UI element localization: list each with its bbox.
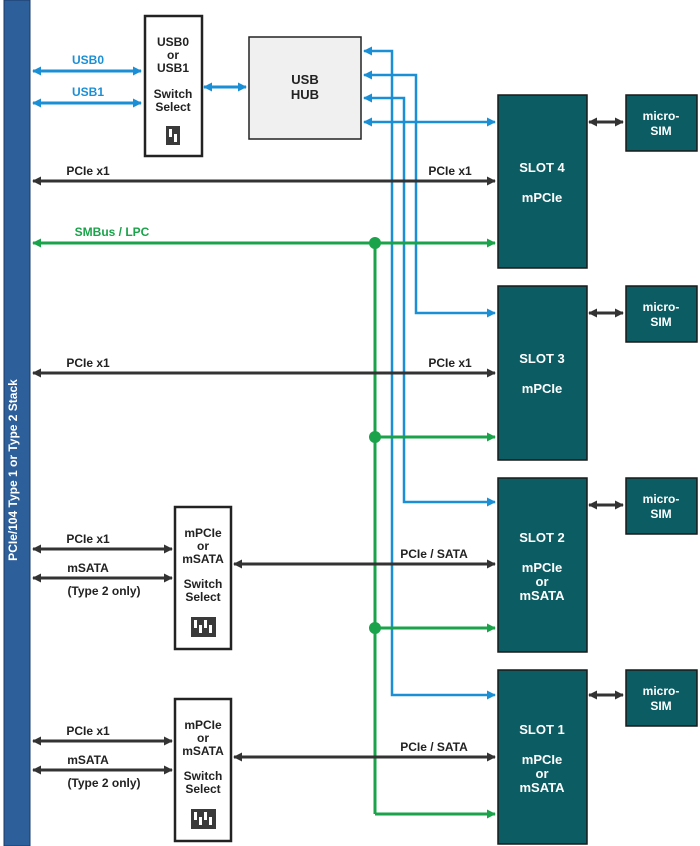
pcie-label-left-slot4: PCIe x1 <box>66 164 110 178</box>
slot-2-line2: mPCIe <box>522 560 562 575</box>
msata-switch-upper-line3: mSATA <box>182 552 224 566</box>
msata-switch-upper-line5: Select <box>185 590 220 604</box>
sim-line2: SIM <box>650 699 671 713</box>
usb-switch-line2: or <box>167 48 179 62</box>
junction-dot <box>369 237 381 249</box>
msata-switch-lower-line5: Select <box>185 782 220 796</box>
usb-lines: USB0 USB1 <box>32 53 142 108</box>
pcie-label-right-slot3: PCIe x1 <box>428 356 472 370</box>
slot-1-line4: mSATA <box>519 780 565 795</box>
pcie-link-slot4: PCIe x1 PCIe x1 <box>32 164 496 186</box>
smbus-label: SMBus / LPC <box>75 225 150 239</box>
usb-hub-line2: HUB <box>291 87 319 102</box>
usb-switch-line5: Select <box>155 100 190 114</box>
dip-switch-icon <box>166 126 180 145</box>
slot-1-line2: mPCIe <box>522 752 562 767</box>
sim-line1: micro- <box>643 109 680 123</box>
sim-line2: SIM <box>650 507 671 521</box>
sim-line2: SIM <box>650 124 671 138</box>
sim-slot-2: micro- SIM <box>625 477 698 535</box>
msata-label-lower: mSATA <box>67 753 109 767</box>
slot-4: SLOT 4 mPCIe <box>497 94 588 269</box>
sim-line1: micro- <box>643 684 680 698</box>
pcie-link-slot3: PCIe x1 PCIe x1 <box>32 356 496 378</box>
pcie-label-right-slot4: PCIe x1 <box>428 164 472 178</box>
pcie-label-lower-switch: PCIe x1 <box>66 724 110 738</box>
slot-2-title: SLOT 2 <box>519 530 565 545</box>
usb-switch-line4: Switch <box>154 87 193 101</box>
usb1-label: USB1 <box>72 85 104 99</box>
slot-2: SLOT 2 mPCIe or mSATA <box>497 477 588 653</box>
msata-label-upper: mSATA <box>67 561 109 575</box>
junction-dot <box>369 431 381 443</box>
msata-switch-lower-line3: mSATA <box>182 744 224 758</box>
usb-switch-box: USB0 or USB1 Switch Select <box>143 14 204 158</box>
usb0-label: USB0 <box>72 53 104 67</box>
dip-switch-icon <box>191 617 216 637</box>
slot-3-title: SLOT 3 <box>519 351 565 366</box>
slot-4-line2: mPCIe <box>522 190 562 205</box>
usb-hub-box: USB HUB <box>248 36 362 140</box>
msata-note-upper: (Type 2 only) <box>67 584 140 598</box>
stack-bar: PCIe/104 Type 1 or Type 2 Stack <box>3 0 31 846</box>
msata-switch-lower-line2: or <box>197 731 209 745</box>
pcie-sata-label-slot2: PCIe / SATA <box>400 547 468 561</box>
usb-hub-line1: USB <box>291 72 318 87</box>
stack-label: PCIe/104 Type 1 or Type 2 Stack <box>6 379 20 561</box>
msata-switch-lower: PCIe x1 mSATA (Type 2 only) mPCIe or mSA… <box>32 697 496 843</box>
msata-switch-upper: PCIe x1 mSATA (Type 2 only) mPCIe or mSA… <box>32 505 496 651</box>
slot-1-line3: or <box>536 766 549 781</box>
junction-dot <box>369 622 381 634</box>
sim-slot-1: micro- SIM <box>625 669 698 727</box>
usb-switch-line1: USB0 <box>157 35 189 49</box>
msata-switch-lower-line1: mPCIe <box>184 718 222 732</box>
pcie-label-upper-switch: PCIe x1 <box>66 532 110 546</box>
slot-1: SLOT 1 mPCIe or mSATA <box>497 669 588 845</box>
slot-2-line3: or <box>536 574 549 589</box>
slot-3: SLOT 3 mPCIe <box>497 285 588 461</box>
sim-line2: SIM <box>650 315 671 329</box>
sim-slot-4: micro- SIM <box>625 94 698 152</box>
slot-2-line4: mSATA <box>519 588 565 603</box>
slot-4-title: SLOT 4 <box>519 160 565 175</box>
pcie-label-left-slot3: PCIe x1 <box>66 356 110 370</box>
smbus-bus: SMBus / LPC <box>32 225 496 819</box>
msata-switch-upper-line4: Switch <box>184 577 223 591</box>
sim-slot-3: micro- SIM <box>625 285 698 343</box>
dip-switch-icon <box>191 809 216 829</box>
usb-switch-line3: USB1 <box>157 61 189 75</box>
sim-line1: micro- <box>643 492 680 506</box>
msata-switch-lower-line4: Switch <box>184 769 223 783</box>
msata-note-lower: (Type 2 only) <box>67 776 140 790</box>
msata-switch-upper-line1: mPCIe <box>184 526 222 540</box>
slot-3-line2: mPCIe <box>522 381 562 396</box>
sim-line1: micro- <box>643 300 680 314</box>
slot-1-title: SLOT 1 <box>519 722 565 737</box>
pcie-sata-label-slot1: PCIe / SATA <box>400 740 468 754</box>
msata-switch-upper-line2: or <box>197 539 209 553</box>
sim-links <box>588 117 624 700</box>
